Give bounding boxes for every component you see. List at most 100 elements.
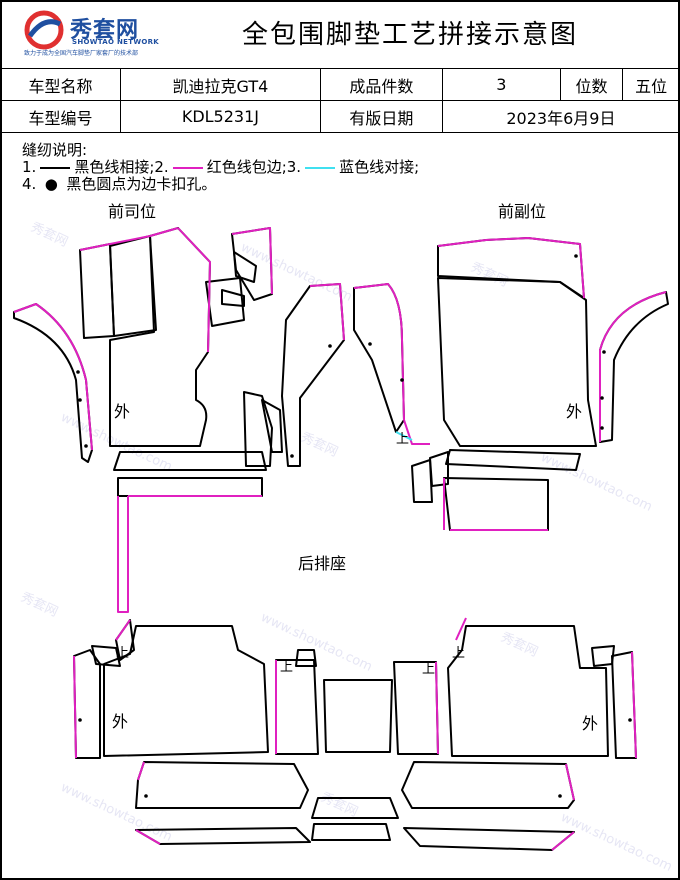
- up-label-rear-right: 上: [452, 646, 466, 661]
- clip-holes: [76, 254, 632, 798]
- info-table: 车型名称 凯迪拉克GT4 成品件数 3 位数 五位 车型编号 KDL5231J …: [0, 68, 680, 133]
- rear-long-strip-left: [117, 496, 129, 613]
- watermark-text: www.showtao.com: [58, 780, 174, 845]
- clip-hole-dot: [400, 378, 404, 382]
- version-date-value: 2023年6月9日: [441, 100, 680, 133]
- passenger-butt-joint: [395, 431, 413, 441]
- rear-right-riser-edge: [455, 617, 467, 641]
- driver-side-strip: [13, 303, 93, 463]
- rear-right-main-mat: [447, 625, 609, 757]
- black-line-sample: [40, 166, 71, 169]
- clip-hole-dot: [368, 342, 372, 346]
- notes-line-1: 1.黑色线相接;2.红色线包边;3.蓝色线对接;: [22, 159, 419, 176]
- rear-left-side-strip: [73, 649, 101, 759]
- black-dot-icon: ●: [44, 175, 58, 193]
- note1-number: 1.: [22, 158, 37, 176]
- note4-text: 黑色圆点为边卡扣孔。: [66, 175, 217, 193]
- notes-line-2: 4. ● 黑色圆点为边卡扣孔。: [22, 176, 419, 193]
- model-name-value: 凯迪拉克GT4: [120, 68, 321, 101]
- passenger-console-edge: [353, 283, 405, 421]
- outer-label-rear-right: 外: [582, 714, 599, 733]
- passenger-small-left-2: [429, 451, 449, 487]
- outer-label-driver: 外: [114, 402, 131, 421]
- label-front-driver: 前司位: [108, 202, 157, 221]
- logo: 秀套网 SHOWTAO NETWORK 致力于成为全国汽车脚垫厂家套厂的技术部: [22, 10, 162, 60]
- passenger-side-strip: [599, 291, 669, 443]
- rear-right-corner-small: [591, 645, 615, 667]
- note4-number: 4.: [22, 175, 37, 193]
- driver-tunnel-side-2: [261, 399, 283, 453]
- rear-left-riser-edge: [115, 619, 131, 641]
- up-label-rear-center-right: 上: [422, 662, 436, 677]
- page-title: 全包围脚垫工艺拼接示意图: [241, 20, 578, 50]
- passenger-firewall-top: [437, 237, 585, 299]
- note3-text: 蓝色线对接;: [339, 158, 420, 176]
- watermark-text: 秀套网: [18, 589, 60, 620]
- watermark-text: 秀套网: [298, 429, 340, 460]
- driver-tunnel-mid: [233, 251, 257, 283]
- clip-hole-dot: [328, 344, 332, 348]
- clip-hole-dot: [78, 718, 82, 722]
- clip-hole-dot: [628, 718, 632, 722]
- driver-firewall-piece: [109, 227, 211, 447]
- rear-center-hump: [323, 679, 393, 753]
- clip-hole-dot: [78, 398, 82, 402]
- rear-strip-center: [311, 823, 391, 841]
- driver-kick-panel-2: [109, 235, 157, 337]
- driver-tunnel-edge: [231, 227, 273, 295]
- watermark-text: 秀套网: [318, 789, 360, 820]
- rear-center-top: [295, 649, 317, 667]
- rear-bottom-left: [135, 761, 309, 809]
- passenger-mat-edge: [403, 419, 430, 445]
- clip-hole-dot: [144, 794, 148, 798]
- clip-hole-dot: [84, 444, 88, 448]
- clip-hole-dot: [602, 350, 606, 354]
- driver-kick-panel: [79, 243, 115, 339]
- rear-front-sill-left: [117, 477, 263, 497]
- logo-text: 秀套网: [70, 18, 140, 43]
- rear-bottom-left-edge: [137, 761, 145, 781]
- clip-hole-dot: [290, 454, 294, 458]
- sewing-notes: 缝纫说明: 1.黑色线相接;2.红色线包边;3.蓝色线对接; 4.●黑色圆点为边…: [22, 142, 419, 193]
- rear-front-sill-right: [443, 477, 549, 531]
- passenger-main-mat: [437, 277, 597, 447]
- passenger-top-edge: [437, 237, 585, 299]
- model-code-label: 车型编号: [0, 100, 121, 133]
- clip-hole-dot: [600, 396, 604, 400]
- driver-kick-edge: [79, 227, 179, 251]
- logo-en: SHOWTAO NETWORK: [72, 38, 160, 46]
- watermark-text: 秀套网: [468, 259, 510, 290]
- watermark-text: www.showtao.com: [538, 450, 654, 515]
- driver-side-strip-edge: [13, 303, 93, 451]
- notes-heading: 缝纫说明:: [22, 141, 88, 159]
- version-date-label: 有版日期: [319, 100, 443, 133]
- driver-firewall-edge: [177, 227, 211, 353]
- passenger-side-strip-edge: [599, 291, 667, 442]
- driver-pedal-piece: [205, 277, 245, 327]
- red-line-sample: [172, 166, 203, 169]
- seats-label: 位数: [559, 68, 624, 101]
- watermark-text: 秀套网: [498, 629, 540, 660]
- blue-line-sample: [305, 166, 336, 169]
- label-front-passenger: 前副位: [498, 202, 547, 221]
- driver-sill-strip: [113, 451, 267, 471]
- pieces-value: 3: [441, 68, 561, 101]
- outer-label-passenger: 外: [566, 402, 583, 421]
- driver-console-edge: [309, 283, 345, 341]
- rear-left-main-mat: [103, 625, 269, 757]
- up-label-rear-left: 上: [116, 646, 130, 661]
- driver-pedal-small: [221, 289, 245, 307]
- watermark-text: 秀套网: [28, 219, 70, 250]
- model-code-value: KDL5231J: [120, 100, 321, 133]
- up-label-rear-center-left: 上: [280, 660, 294, 675]
- clip-hole-dot: [600, 426, 604, 430]
- passenger-console-right: [353, 283, 405, 433]
- note2-text: 红色线包边;: [206, 158, 287, 176]
- note1-text: 黑色线相接;: [74, 158, 155, 176]
- rear-right-strip-edge: [631, 651, 637, 759]
- seats-value: 五位: [622, 68, 680, 101]
- note3-number: 3.: [286, 158, 302, 176]
